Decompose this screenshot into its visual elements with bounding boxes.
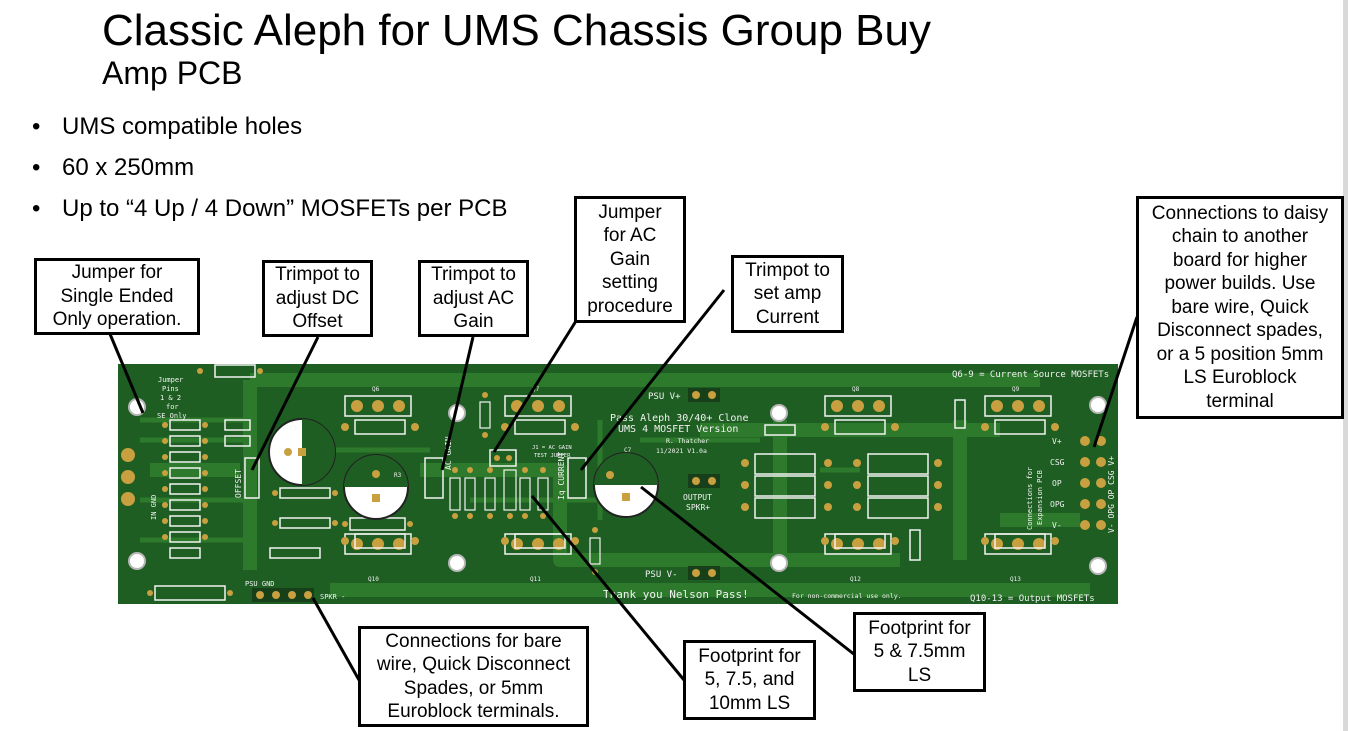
current-trimpot xyxy=(567,457,587,499)
silk-q13: Q13 xyxy=(1010,576,1021,583)
silk-q6: Q6 xyxy=(372,386,380,393)
mounting-holes xyxy=(128,396,1107,575)
ac-gain-trimpot xyxy=(424,457,444,499)
bullet-dot-icon: • xyxy=(32,113,41,140)
silk-jumper-pins-0: Jumper xyxy=(158,376,183,384)
silk-author: R. Thatcher xyxy=(666,437,709,445)
source-resistors xyxy=(354,399,1046,561)
silk-jumper-pins-1: Pins xyxy=(162,385,179,393)
psu-gnd-spkr-terminal xyxy=(252,588,314,602)
bullet-dot-icon: • xyxy=(32,154,41,181)
silk-psu-vplus: PSU V+ xyxy=(648,392,681,402)
silk-q10: Q10 xyxy=(368,576,379,583)
silk-iq-current: Iq CURRENT xyxy=(557,452,566,500)
silk-q8: Q8 xyxy=(852,386,860,393)
callout-leaders xyxy=(108,289,1139,681)
silk-psu-gnd: PSU GND xyxy=(245,580,275,588)
silk-side-opg: OPG xyxy=(1050,500,1065,509)
slide-edge xyxy=(1343,0,1348,731)
silk-side-vertical: V- OPG OP CSG V+ xyxy=(1107,456,1116,533)
silk-side-csg: CSG xyxy=(1050,458,1065,467)
silk-q12: Q12 xyxy=(850,576,861,583)
input-terminal xyxy=(121,448,135,506)
silk-q10-13: Q10-13 = Output MOSFETs xyxy=(970,594,1095,604)
pcb-pads-center xyxy=(452,392,598,575)
silk-thanks: Thank you Nelson Pass! xyxy=(603,588,749,601)
bullet-dot-icon: • xyxy=(32,195,41,222)
bullet-list: •UMS compatible holes •60 x 250mm •Up to… xyxy=(32,106,507,229)
silk-psu-vminus: PSU V- xyxy=(645,570,678,580)
silk-side-v-plus: V+ xyxy=(1052,437,1062,446)
silk-ac-gain-jumper-0: J1 = AC GAIN xyxy=(532,445,572,451)
slide-title: Classic Aleph for UMS Chassis Group Buy xyxy=(102,6,931,55)
silk-ac-gain: AC GAIN xyxy=(444,436,453,470)
silk-jumper-pins-3: for xyxy=(166,403,179,411)
source-resistor-pads xyxy=(341,423,1059,545)
mosfet-pads xyxy=(351,400,1045,550)
silk-spkr-minus: SPKR - xyxy=(320,593,345,601)
silk-offset: OFFSET xyxy=(234,469,243,498)
silk-expansion-1: Expansion PCB xyxy=(1036,470,1044,525)
silk-q11: Q11 xyxy=(530,576,541,583)
silk-c10: R3 xyxy=(394,472,402,479)
silk-noncommercial: For non-commercial use only. xyxy=(792,592,902,600)
silk-spkr-plus: SPKR+ xyxy=(686,503,710,512)
pcb-pads-left xyxy=(147,368,413,596)
bullet-item: •60 x 250mm xyxy=(32,147,507,188)
capacitor-c9 xyxy=(593,452,659,518)
silk-q9: Q9 xyxy=(1012,386,1020,393)
silk-ac-gain-jumper-1: TEST JUMPER xyxy=(534,453,571,459)
power-resistor-bank xyxy=(754,453,929,519)
bullet-item: •Up to “4 Up / 4 Down” MOSFETs per PCB xyxy=(32,188,507,229)
offset-trimpot xyxy=(244,457,260,499)
silk-board-name: Pass Aleph 30/40+ Clone xyxy=(610,413,748,424)
output-spkr-terminal xyxy=(688,474,720,488)
pcb-silkscreen: Q6-9 = Current Source MOSFETs Q10-13 = O… xyxy=(150,370,1116,604)
silk-output: OUTPUT xyxy=(683,493,712,502)
silk-side-op: OP xyxy=(1052,479,1062,488)
silk-jumper-pins-4: SE Only xyxy=(157,412,187,420)
capacitor-c5 xyxy=(268,418,336,486)
silk-c5: C5 xyxy=(290,425,298,432)
silk-left-vertical: IN GND xyxy=(150,495,158,520)
bullet-item: •UMS compatible holes xyxy=(32,106,507,147)
silk-version-name: UMS 4 MOSFET Version xyxy=(618,424,738,435)
silk-side-v-minus: V- xyxy=(1052,521,1062,530)
power-resistor-pads xyxy=(741,459,942,511)
slide-subtitle: Amp PCB xyxy=(102,55,243,91)
silk-date: 11/2021 V1.0a xyxy=(656,447,707,455)
silk-c9: C7 xyxy=(624,447,632,454)
capacitor-c10 xyxy=(343,454,409,520)
ac-gain-jumper xyxy=(489,449,517,467)
silk-expansion-0: Connections for xyxy=(1026,467,1034,530)
silk-q6-9: Q6-9 = Current Source MOSFETs xyxy=(952,370,1109,380)
expansion-connector xyxy=(1080,436,1106,530)
psu-vplus-terminal xyxy=(688,388,720,402)
silk-jumper-pins-2: 1 & 2 xyxy=(160,394,181,402)
resistor-array-left xyxy=(154,364,406,601)
silk-q7: Q7 xyxy=(532,386,540,393)
psu-vminus-terminal xyxy=(688,566,720,580)
